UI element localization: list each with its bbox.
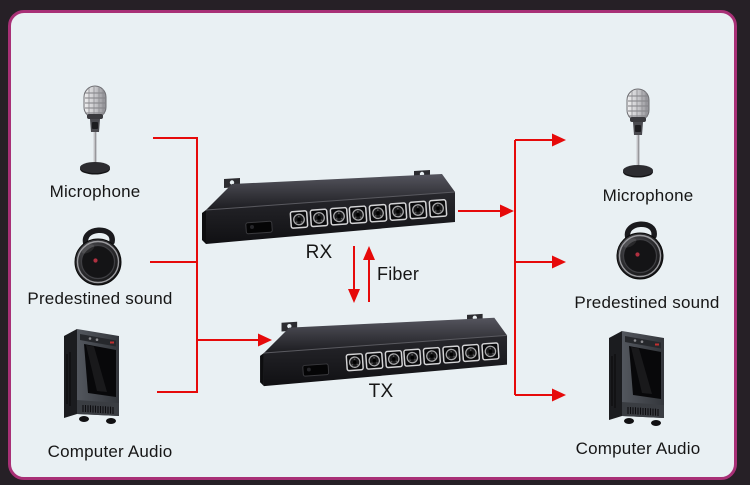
computer-icon xyxy=(605,326,671,430)
speaker-icon xyxy=(614,218,666,282)
speaker-icon xyxy=(72,224,124,288)
device-label: Microphone xyxy=(49,182,141,201)
device-label: Predestined sound xyxy=(27,289,173,308)
device-label: Microphone xyxy=(602,186,694,205)
device-label: Computer Audio xyxy=(47,442,173,461)
fiber-label: Fiber xyxy=(377,264,420,284)
microphone-icon xyxy=(75,85,115,177)
device-label: Predestined sound xyxy=(574,293,720,312)
tx-label: TX xyxy=(368,381,394,402)
rx-label: RX xyxy=(305,242,333,263)
device-label: Computer Audio xyxy=(575,439,701,458)
computer-icon xyxy=(60,324,126,428)
microphone-icon xyxy=(618,88,658,180)
tx-rack-device-image xyxy=(256,310,514,392)
rx-rack-device-image xyxy=(202,166,458,250)
